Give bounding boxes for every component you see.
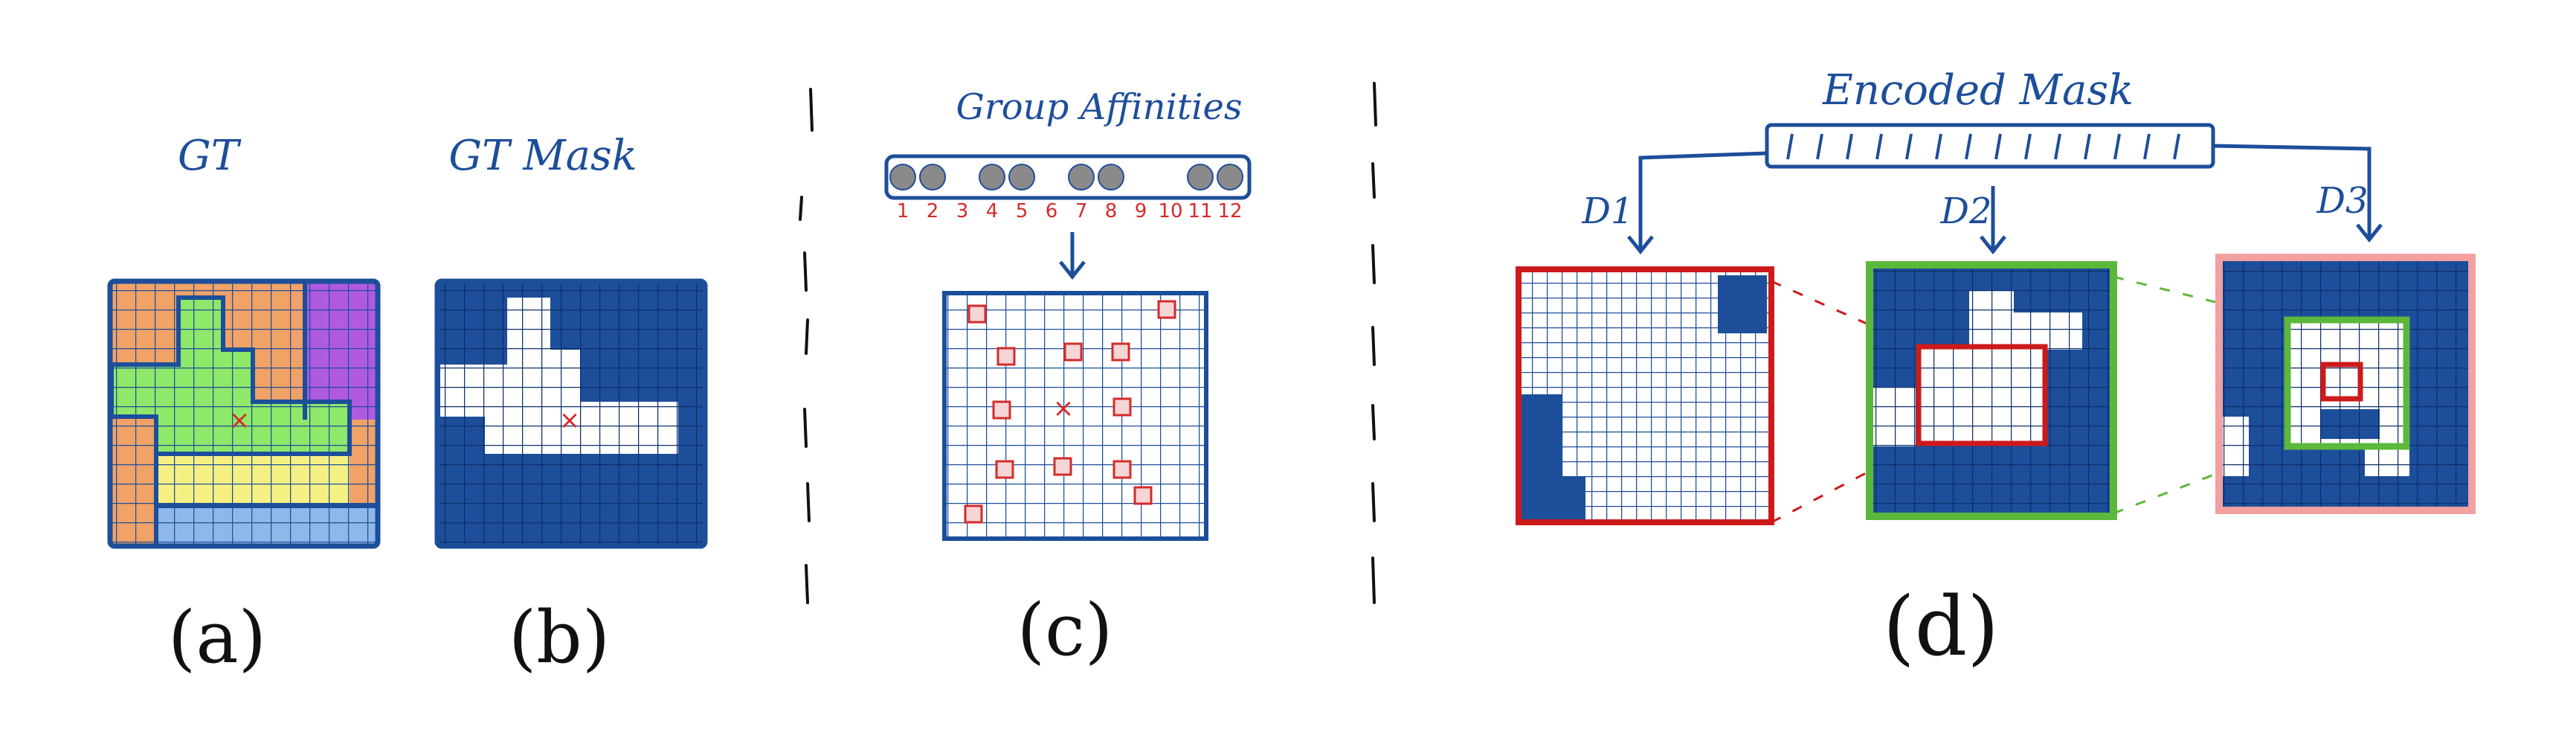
affinity-dot	[1187, 164, 1214, 190]
affinity-grid: ×	[942, 291, 1208, 541]
gt-segmentation-grid: ×	[107, 278, 381, 549]
decoder-d2-mask	[1866, 261, 2117, 520]
affinity-number: 8	[1105, 200, 1118, 222]
panel-d: Encoded Mask D1 D2 D3	[1516, 66, 2476, 674]
panel-c-title: Group Affinities	[956, 86, 1242, 128]
zoom-connector	[1771, 280, 1921, 524]
affinity-dot	[959, 173, 966, 181]
panel-a-caption: (a)	[168, 596, 266, 679]
affinity-dot	[1008, 164, 1035, 190]
affinity-dot	[1048, 173, 1055, 181]
affinity-number: 2	[927, 200, 939, 222]
query-point-marker: ×	[1053, 394, 1075, 423]
panel-a: GT × (a)	[107, 132, 381, 679]
gt-mask-grid: ×	[434, 278, 708, 549]
affinity-number: 11	[1188, 200, 1212, 222]
decoder-d1-mask	[1516, 266, 1774, 525]
affinity-dot	[1068, 164, 1095, 190]
affinity-number: 12	[1217, 200, 1242, 222]
decoder-arrows	[1627, 144, 2383, 255]
affinity-number: 9	[1135, 200, 1147, 222]
query-point-marker: ×	[559, 405, 581, 435]
decoder-d3-mask	[2215, 254, 2476, 514]
affinity-dot	[1098, 164, 1124, 190]
affinity-dots	[889, 164, 1243, 190]
encoded-mask-bar	[1765, 123, 2215, 169]
panel-a-title: GT	[178, 132, 242, 180]
decoder-label-d3: D3	[2316, 180, 2368, 222]
affinity-dot	[919, 164, 946, 190]
decoder-label-d2: D2	[1939, 190, 1991, 232]
affinity-dot	[1137, 173, 1144, 181]
affinity-number: 7	[1075, 200, 1088, 222]
affinity-dot	[979, 164, 1005, 190]
affinity-dot	[1167, 173, 1174, 181]
panel-d-title: Encoded Mask	[1822, 66, 2134, 115]
affinity-number: 5	[1016, 200, 1028, 222]
affinity-number: 3	[956, 200, 969, 222]
panel-c-caption: (c)	[1017, 589, 1113, 672]
affinity-number: 1	[897, 200, 909, 222]
panel-b-title: GT Mask	[448, 132, 637, 180]
query-point-marker: ×	[229, 405, 251, 435]
dashed-divider	[1371, 82, 1377, 604]
panel-b-caption: (b)	[509, 596, 610, 679]
decoder-label-d1: D1	[1581, 190, 1633, 232]
down-arrow	[1059, 232, 1086, 280]
affinity-number: 6	[1046, 200, 1058, 222]
affinity-number: 10	[1158, 200, 1182, 222]
affinity-dot	[1217, 164, 1243, 190]
dashed-divider	[799, 88, 814, 604]
panel-b: GT Mask × (b)	[434, 132, 708, 679]
affinity-number: 4	[986, 200, 999, 222]
panel-d-caption: (d)	[1883, 579, 1999, 674]
affinity-dot	[889, 164, 916, 190]
